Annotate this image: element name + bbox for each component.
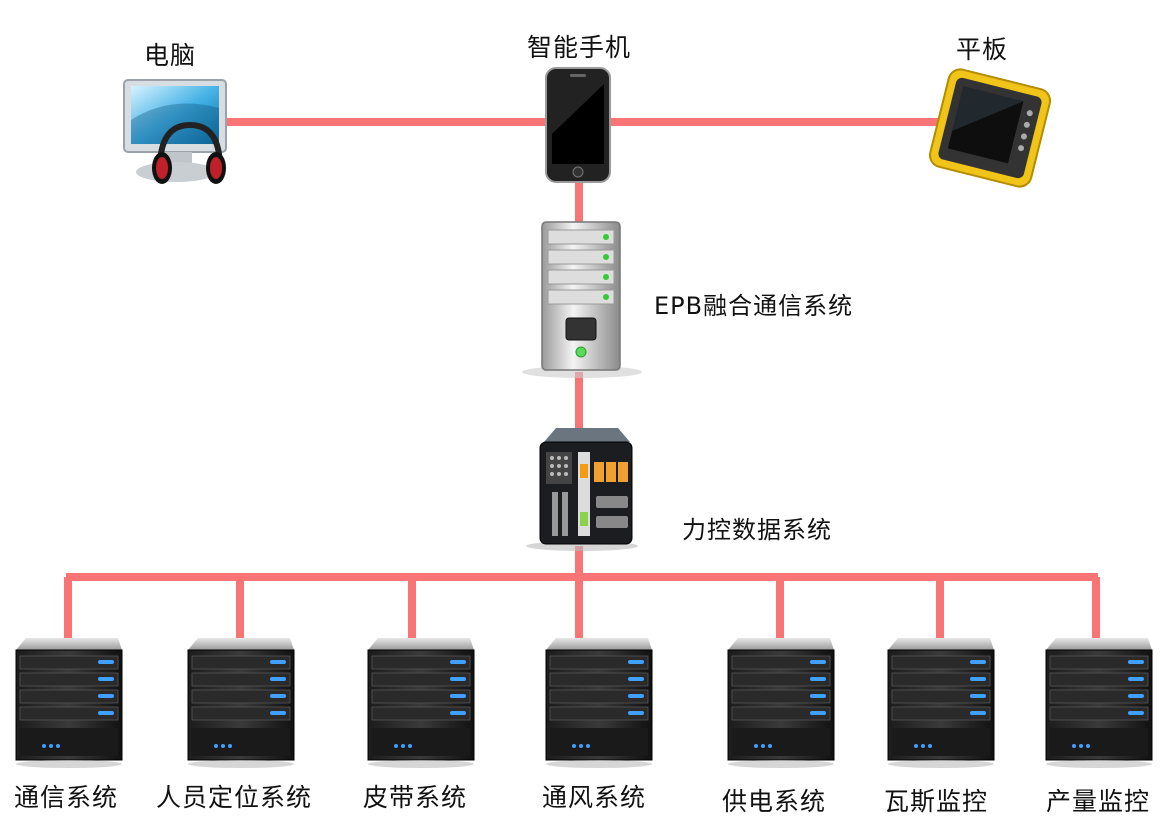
rack-server-icon — [367, 638, 475, 768]
phone-label: 智能手机 — [527, 33, 632, 62]
computer-label: 电脑 — [144, 41, 197, 70]
rack-server-icon — [727, 638, 835, 768]
fusion-system-label: EPB融合通信系统 — [654, 292, 854, 320]
subsystem-label: 人员定位系统 — [156, 783, 313, 812]
tablet-label: 平板 — [956, 35, 1009, 64]
rack-server-icon — [887, 638, 995, 768]
tablet-icon — [928, 68, 1052, 188]
datacore-server-icon — [526, 428, 638, 551]
subsystem-label: 通风系统 — [542, 783, 647, 812]
subsystem-label: 供电系统 — [722, 787, 827, 816]
subsystem-label: 瓦斯监控 — [884, 787, 989, 816]
subsystem-label: 通信系统 — [14, 783, 119, 812]
links — [64, 118, 1100, 640]
subsystem-label: 产量监控 — [1046, 787, 1151, 816]
rack-server-icon — [15, 638, 123, 768]
computer-icon — [123, 79, 227, 184]
fusion-server-icon — [522, 221, 642, 378]
subsystem-label: 皮带系统 — [363, 783, 468, 812]
rack-server-icon — [545, 638, 653, 768]
rack-server-icon — [1045, 638, 1153, 768]
rack-server-icon — [187, 638, 295, 768]
datacore-system-label: 力控数据系统 — [682, 516, 832, 544]
smartphone-icon — [545, 67, 611, 183]
subsystem-racks — [15, 638, 1153, 768]
